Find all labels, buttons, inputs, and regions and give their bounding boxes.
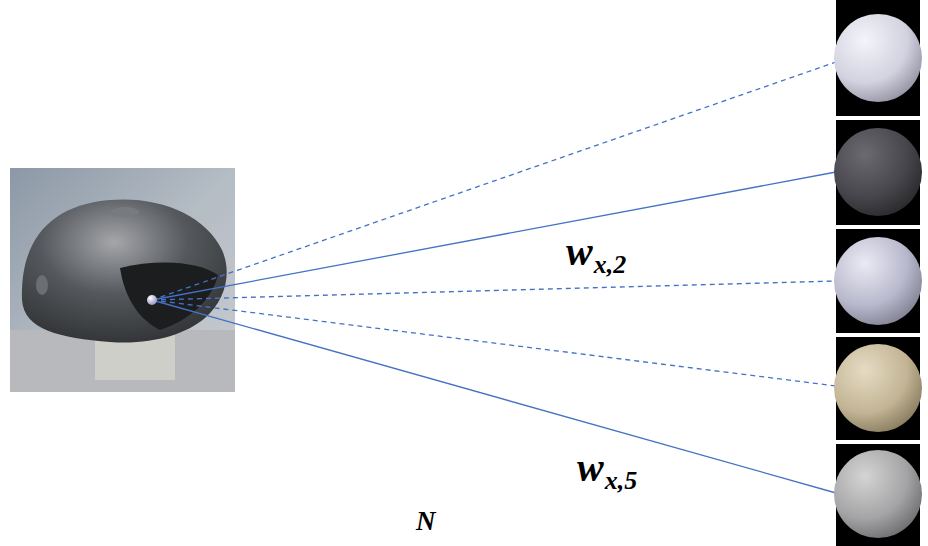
- sphere-tiles: [834, 0, 922, 546]
- weight-subscript: x,2: [594, 252, 627, 278]
- count-symbol: N: [416, 508, 436, 535]
- mouse-photo: [10, 168, 235, 392]
- weight-symbol: w: [566, 232, 593, 272]
- weight-lines: [152, 62, 836, 493]
- weight-subscript: x,5: [605, 468, 638, 494]
- weight-symbol: w: [577, 448, 604, 488]
- sample-point: [147, 295, 157, 305]
